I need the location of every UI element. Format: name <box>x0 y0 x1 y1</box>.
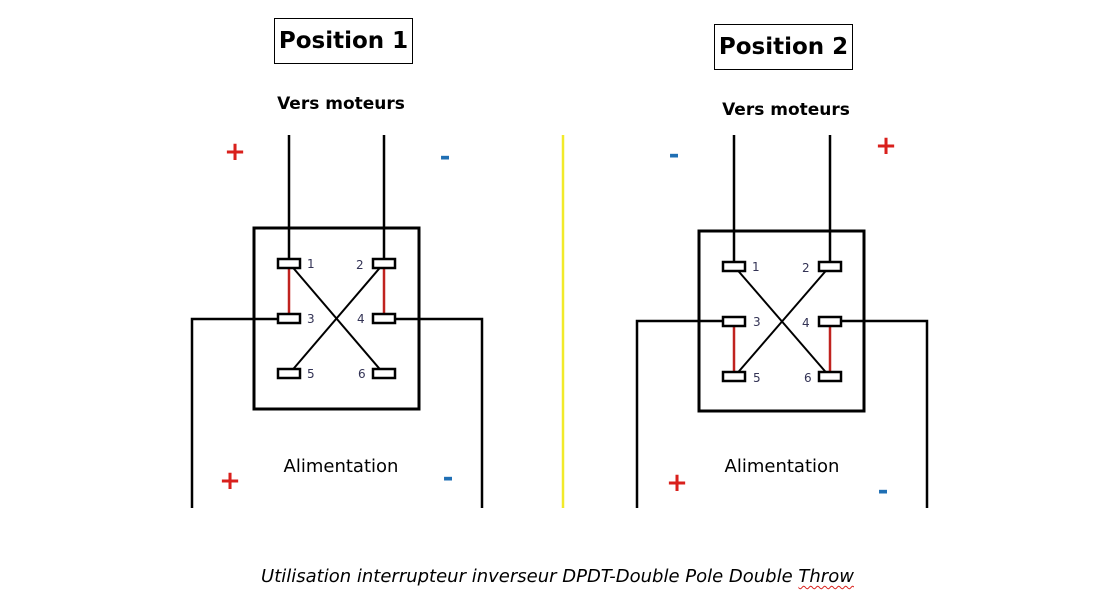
switch-diagram-position-2: 1 2 3 4 5 6 <box>635 135 929 508</box>
pin-number-1: 1 <box>307 257 315 271</box>
pin-4 <box>817 315 843 328</box>
pin-number-3: 3 <box>307 312 315 326</box>
cross-wire-2-5 <box>288 262 385 375</box>
position-2-power-label: Alimentation <box>724 456 840 477</box>
pin-number-2: 2 <box>802 261 810 275</box>
caption-main: Utilisation interrupteur inverseur DPDT-… <box>261 566 799 587</box>
pin-5 <box>276 367 302 380</box>
pin-number-5: 5 <box>307 367 315 381</box>
pin-number-2: 2 <box>356 258 364 272</box>
pin-1 <box>721 260 747 273</box>
pin-number-6: 6 <box>358 367 366 381</box>
diagram-caption: Utilisation interrupteur inverseur DPDT-… <box>0 566 1115 587</box>
position-2-power-left-sign: + <box>666 468 688 498</box>
pin-number-5: 5 <box>753 371 761 385</box>
switch-diagram-position-1: 1 2 3 4 5 6 <box>190 135 484 508</box>
cross-wire-2-5 <box>733 265 831 378</box>
pin-1 <box>276 257 302 270</box>
pin-3 <box>721 315 747 328</box>
pin-number-3: 3 <box>753 315 761 329</box>
pin-2 <box>371 257 397 270</box>
position-1-title: Position 1 <box>274 18 413 64</box>
pin-number-4: 4 <box>357 312 365 326</box>
pin-5 <box>721 370 747 383</box>
pin-4 <box>371 312 397 325</box>
pin-2 <box>817 260 843 273</box>
position-2-title: Position 2 <box>714 24 853 70</box>
power-wire-left <box>190 317 289 508</box>
pin-number-1: 1 <box>752 260 760 274</box>
position-2-motor-left-sign: - <box>668 140 680 170</box>
pin-number-6: 6 <box>804 371 812 385</box>
pin-3 <box>276 312 302 325</box>
pin-6 <box>817 370 843 383</box>
pin-number-4: 4 <box>802 316 810 330</box>
caption-last-word: Throw <box>798 566 854 587</box>
position-2-motor-right-sign: + <box>875 131 897 161</box>
power-wire-left <box>635 319 734 508</box>
position-1-power-left-sign: + <box>219 466 241 496</box>
position-1-motor-right-sign: - <box>439 142 451 172</box>
position-1-power-right-sign: - <box>442 463 454 493</box>
position-1-motors-label: Vers moteurs <box>277 94 405 114</box>
position-2-power-right-sign: - <box>877 476 889 506</box>
power-wire-right <box>830 319 929 508</box>
position-1-motor-left-sign: + <box>224 137 246 167</box>
position-2-motors-label: Vers moteurs <box>722 100 850 120</box>
position-1-power-label: Alimentation <box>283 456 399 477</box>
power-wire-right <box>384 317 484 508</box>
pin-6 <box>371 367 397 380</box>
